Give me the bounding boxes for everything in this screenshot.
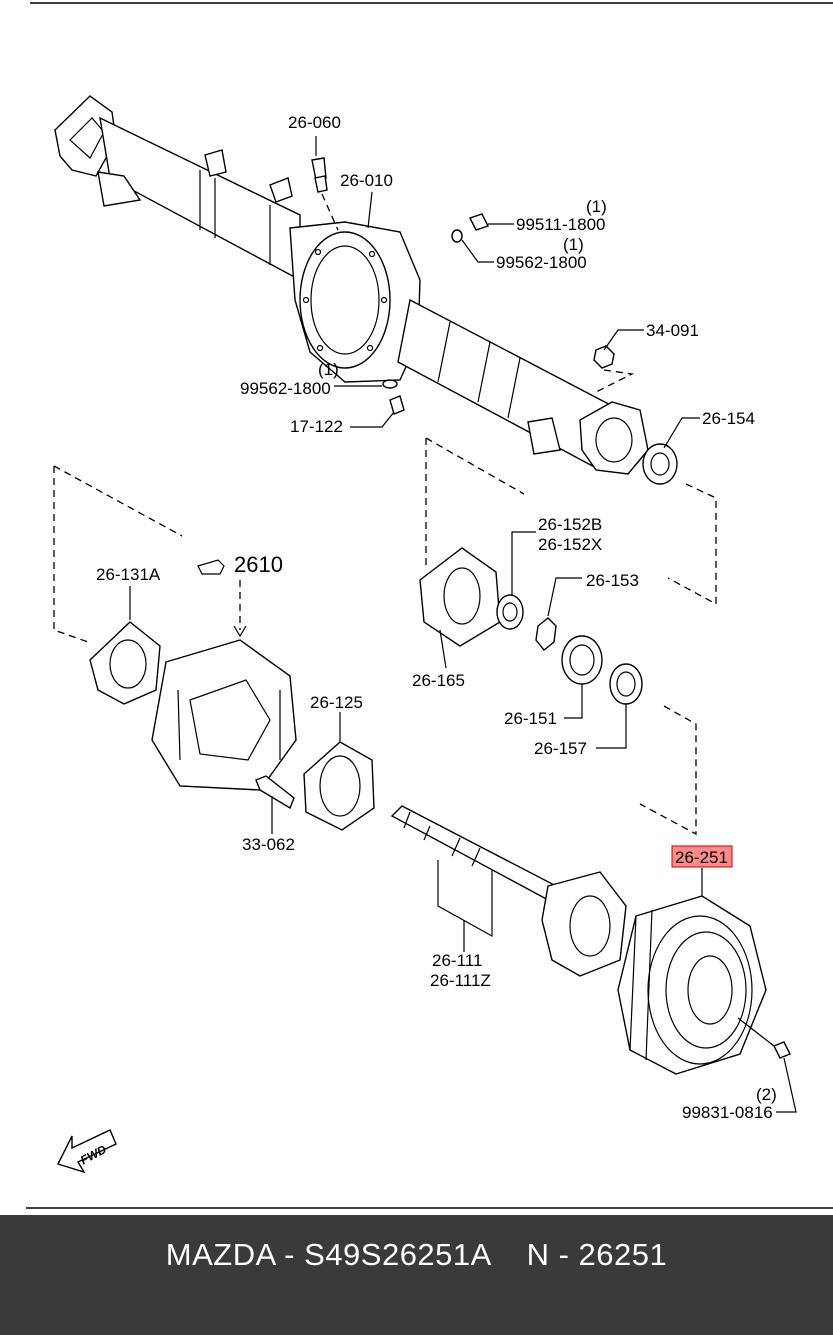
footer-bar: MAZDA - S49S26251A N - 26251 bbox=[0, 1215, 833, 1335]
label-2610: 2610 bbox=[234, 552, 283, 577]
lock-washer-26-153[interactable] bbox=[535, 617, 557, 651]
collar-26-152B[interactable] bbox=[496, 594, 524, 630]
leader-26-152B bbox=[511, 531, 536, 596]
label-26-151: 26-151 bbox=[504, 709, 557, 728]
oil-seal-26-154[interactable] bbox=[642, 443, 678, 485]
drain-plug-17-122[interactable] bbox=[382, 379, 405, 415]
gasket-26-125[interactable] bbox=[303, 741, 375, 831]
leader-26-154 bbox=[663, 417, 700, 449]
label-26-251[interactable]: 26-251 bbox=[675, 848, 728, 867]
label-26-153: 26-153 bbox=[586, 571, 639, 590]
backing-plate-2610[interactable] bbox=[151, 639, 297, 791]
bearing-26-151[interactable] bbox=[561, 635, 603, 685]
leader-99562-a bbox=[461, 239, 494, 263]
label-26-165: 26-165 bbox=[412, 671, 465, 690]
label-34-091: 34-091 bbox=[646, 321, 699, 340]
leader-26-157 bbox=[596, 704, 627, 749]
dash-26-154 bbox=[667, 483, 717, 606]
qty-99562a: (1) bbox=[563, 235, 584, 254]
hub-bolt-33-062[interactable] bbox=[255, 775, 295, 810]
dash-26-131A bbox=[53, 465, 183, 643]
axle-shaft-26-111[interactable] bbox=[390, 805, 627, 977]
qty-99831: (2) bbox=[756, 1085, 777, 1104]
pointer-icon bbox=[197, 559, 225, 575]
label-26-152B: 26-152B bbox=[538, 515, 602, 534]
label-26-157: 26-157 bbox=[534, 739, 587, 758]
leader-99831 bbox=[776, 1057, 797, 1113]
leader-26-151 bbox=[564, 684, 583, 719]
qty-99511: (1) bbox=[586, 197, 607, 216]
leader-34-091 bbox=[603, 329, 644, 351]
label-99511-1800: 99511-1800 bbox=[516, 215, 606, 234]
parts-diagram: 26-060 26-010 (1) 99511-1800 (1) 99562-1… bbox=[26, 2, 833, 1209]
arrow-2610-icon bbox=[233, 625, 247, 638]
label-99562-1800-b: 99562-1800 bbox=[240, 379, 331, 398]
axle-housing-26-010[interactable] bbox=[54, 95, 649, 475]
footer-part-number: MAZDA - S49S26251A N - 26251 bbox=[165, 1237, 668, 1272]
dash-26-157 bbox=[639, 705, 697, 836]
leader-26-010 bbox=[367, 191, 373, 229]
label-26-010: 26-010 bbox=[340, 171, 393, 190]
screw-99831-0816[interactable] bbox=[737, 1017, 791, 1059]
fwd-arrow-icon bbox=[57, 1129, 117, 1174]
leader-26-165 bbox=[439, 629, 447, 669]
bearing-housing-26-131A[interactable] bbox=[89, 621, 161, 705]
label-26-154: 26-154 bbox=[702, 409, 755, 428]
label-33-062: 33-062 bbox=[242, 835, 295, 854]
label-26-111: 26-111 bbox=[432, 951, 482, 970]
seal-26-157[interactable] bbox=[609, 663, 643, 705]
label-17-122: 17-122 bbox=[290, 417, 343, 436]
dash-26-165 bbox=[425, 437, 525, 566]
label-99831-0816: 99831-0816 bbox=[682, 1103, 773, 1122]
leader-17-122 bbox=[350, 411, 395, 428]
gasket-26-165[interactable] bbox=[419, 547, 501, 647]
label-26-152X: 26-152X bbox=[538, 535, 602, 554]
nut-34-091[interactable] bbox=[593, 345, 615, 369]
brake-drum-26-251[interactable] bbox=[617, 895, 767, 1075]
label-26-060: 26-060 bbox=[288, 113, 341, 132]
leader-26-153 bbox=[547, 577, 582, 617]
qty-99562b: (1) bbox=[318, 360, 339, 379]
label-26-111Z: 26-111Z bbox=[430, 971, 491, 990]
leader-26-111 bbox=[437, 860, 493, 938]
label-26-131A: 26-131A bbox=[96, 565, 161, 584]
bolt-99511-1800[interactable] bbox=[451, 213, 489, 243]
label-99562-1800-a: 99562-1800 bbox=[496, 253, 587, 272]
dash-34-091 bbox=[595, 369, 635, 393]
highlight-26-251 bbox=[671, 845, 733, 868]
label-26-125: 26-125 bbox=[310, 693, 363, 712]
breather-26-060[interactable] bbox=[311, 136, 339, 231]
